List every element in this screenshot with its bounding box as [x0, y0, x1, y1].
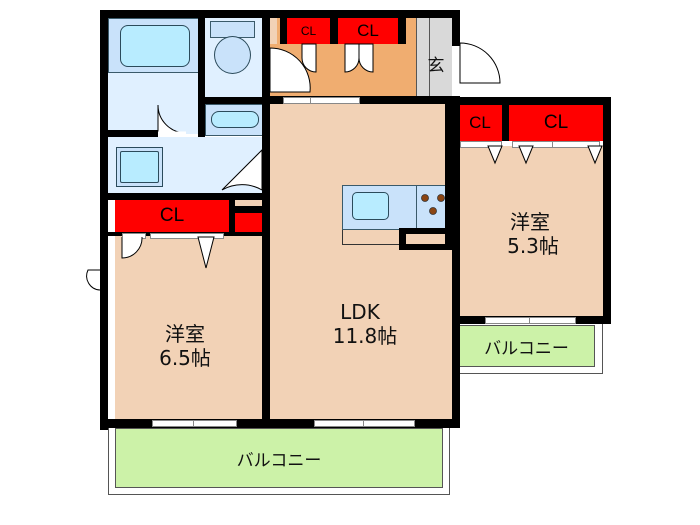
hallway-strip	[269, 18, 277, 44]
closet-right-large: CL	[509, 105, 603, 141]
western-room-left-size: 6.5帖	[159, 346, 211, 370]
ldk-name: LDK	[340, 300, 380, 324]
balcony-label: バルコニー	[236, 450, 322, 471]
western-room-left-floor	[115, 236, 262, 419]
wall	[100, 419, 458, 428]
wall	[229, 193, 235, 233]
closet-door[interactable]	[552, 141, 600, 148]
stove-burners-icon	[421, 194, 445, 215]
entrance-step	[420, 18, 430, 96]
window-ldk-bottom[interactable]	[363, 420, 415, 427]
western-room-right-name: 洋室	[510, 210, 550, 234]
closet-label: CL	[300, 24, 317, 38]
western-room-left-name: 洋室	[165, 322, 205, 346]
wall	[100, 10, 460, 18]
ldk-size: 11.8帖	[332, 324, 398, 348]
window-right-room-bottom[interactable]	[529, 317, 576, 324]
kitchen-sink-icon	[352, 192, 389, 220]
balcony-right-rail	[452, 318, 603, 374]
wall	[445, 104, 452, 250]
wall	[398, 18, 406, 44]
wall	[100, 10, 108, 430]
wall	[262, 18, 270, 428]
wall	[603, 97, 611, 324]
wall	[198, 18, 205, 137]
kitchen-partition	[399, 244, 452, 250]
closet-door[interactable]	[150, 233, 224, 239]
closet-top-small: CL	[287, 18, 330, 44]
window-ldk-top[interactable]	[310, 97, 360, 104]
closet-label: CL	[543, 112, 569, 133]
wall	[270, 96, 460, 104]
wall	[452, 10, 460, 46]
closet-left-room: CL	[115, 200, 229, 232]
wall	[108, 130, 158, 137]
kitchen-partition	[399, 228, 406, 250]
wash-basin-icon	[211, 111, 259, 128]
small-storage	[235, 199, 262, 206]
small-storage-closet	[235, 213, 262, 233]
balcony-right: バルコニー	[458, 325, 595, 367]
bathtub-icon	[120, 25, 190, 67]
wall	[330, 18, 338, 44]
wall	[280, 18, 287, 44]
closet-label: CL	[357, 21, 379, 40]
wall	[205, 97, 263, 104]
wall	[108, 193, 268, 200]
closet-door[interactable]	[460, 141, 502, 148]
ldk-floor	[270, 104, 452, 419]
kitchen-partition	[399, 228, 452, 234]
closet-top-large: CL	[338, 18, 398, 44]
closet-label: CL	[469, 113, 491, 132]
window-left-room-bottom[interactable]	[193, 420, 237, 427]
wall	[235, 206, 262, 213]
balcony-bottom: バルコニー	[115, 428, 443, 488]
balcony-bottom-rail	[108, 420, 450, 495]
balcony-label: バルコニー	[484, 338, 569, 359]
toilet-bowl-icon	[214, 36, 251, 74]
wall	[502, 105, 509, 141]
wall	[452, 97, 611, 105]
closet-label: CL	[159, 205, 185, 226]
washing-machine-icon	[120, 151, 159, 183]
western-room-right-size: 5.3帖	[507, 234, 559, 258]
western-room-right-floor	[458, 146, 603, 316]
entrance-label: 玄	[427, 56, 445, 76]
wall	[452, 96, 460, 428]
closet-right-small: CL	[458, 105, 502, 141]
